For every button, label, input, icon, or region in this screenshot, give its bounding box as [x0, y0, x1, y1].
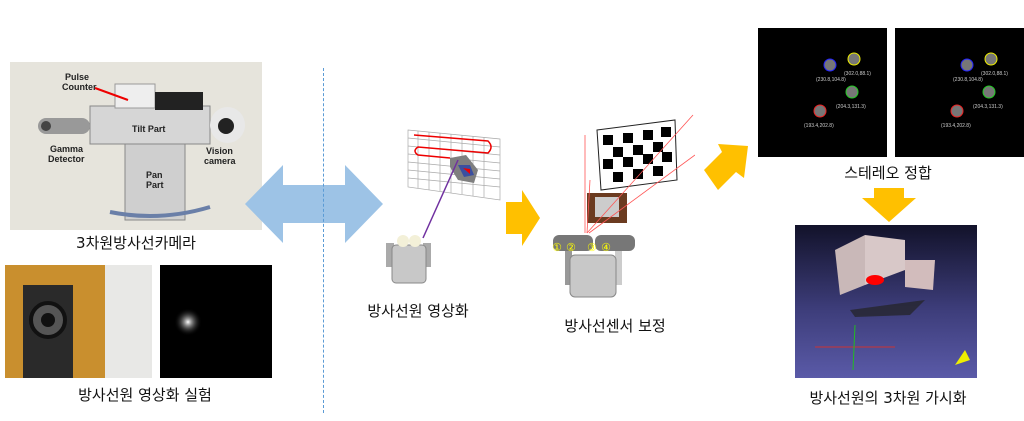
point-label: (302.0,88.1) — [981, 71, 1008, 77]
pan-label: Pan — [146, 170, 163, 180]
point-label: (302.0,88.1) — [844, 71, 871, 77]
vision-label: Vision — [206, 146, 233, 156]
visualization-image — [795, 225, 977, 378]
part-label: Part — [146, 180, 164, 190]
point-label: (193.4,202.8) — [941, 123, 971, 129]
sensor-number-3: ③ — [587, 241, 597, 254]
experiment-caption: 방사선원 영상화 실험 — [78, 386, 212, 404]
imaging-illustration — [386, 129, 501, 284]
sensor-number-2: ② — [566, 241, 576, 254]
visualization-caption: 방사선원의 3차원 가시화 — [809, 389, 967, 407]
camera-label: camera — [204, 156, 237, 166]
point-label: (230.8,104.8) — [816, 77, 846, 83]
stereo-caption: 스테레오 정합 — [844, 164, 932, 182]
down-arrow-icon — [862, 188, 916, 222]
point-label: (193.4,202.8) — [804, 123, 834, 129]
right-arrow-icon — [506, 190, 540, 246]
double-arrow-icon — [245, 165, 383, 243]
divider-line — [323, 68, 324, 413]
gamma-image — [160, 265, 272, 378]
pulse-label: Pulse — [65, 72, 89, 82]
calibration-illustration: ① ② ③ ④ — [552, 114, 695, 298]
counter-label: Counter — [62, 82, 97, 92]
up-right-arrow-icon — [704, 144, 748, 190]
detector-label: Detector — [48, 154, 85, 164]
camera-photo: Pulse Counter Tilt Part Gamma Detector V… — [10, 62, 262, 230]
point-label: (204.3,131.3) — [973, 104, 1003, 110]
stereo-image-left: (302.0,88.1) (230.8,104.8) (204.3,131.3)… — [758, 28, 887, 157]
stereo-image-right: (302.0,88.1) (230.8,104.8) (204.3,131.3)… — [895, 28, 1024, 157]
sensor-number-4: ④ — [601, 241, 611, 254]
detector-photo — [5, 265, 152, 378]
sensor-number-1: ① — [552, 241, 562, 254]
tilt-part-label: Tilt Part — [132, 124, 165, 134]
camera-caption: 3차원방사선카메라 — [76, 234, 196, 252]
calibration-caption: 방사선센서 보정 — [564, 317, 666, 335]
point-label: (204.3,131.3) — [836, 104, 866, 110]
imaging-caption: 방사선원 영상화 — [367, 302, 469, 320]
gamma-label: Gamma — [50, 144, 84, 154]
point-label: (230.8,104.8) — [953, 77, 983, 83]
